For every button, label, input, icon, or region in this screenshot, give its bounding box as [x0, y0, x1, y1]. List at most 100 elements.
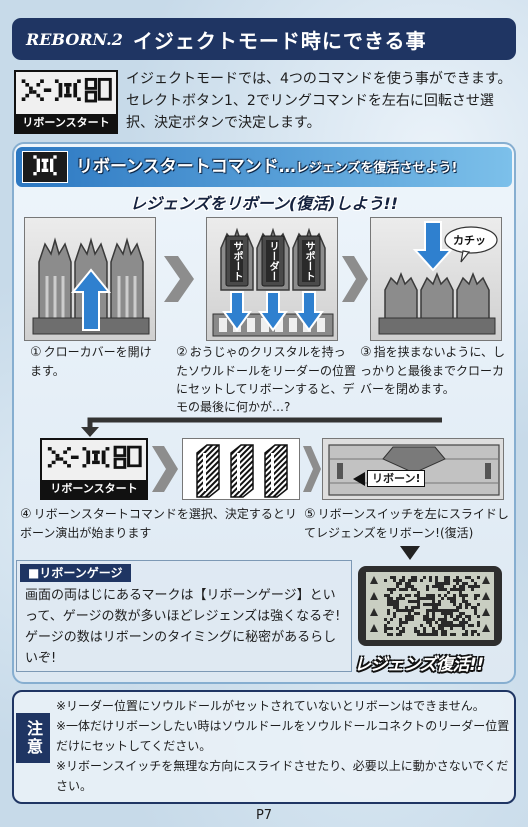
lcd-pixel: [444, 624, 447, 627]
lcd-pixel: [459, 624, 462, 627]
lcd-pixel: [399, 621, 402, 624]
open-claw-cover-drawing: [25, 218, 155, 340]
lcd-pixel: [402, 627, 405, 630]
lcd-pixel: [453, 600, 456, 603]
lcd-pixel: [405, 615, 408, 618]
lcd-pixel: [423, 633, 426, 636]
reborn-start-command-icon: [22, 151, 68, 183]
lcd-pixel: [414, 594, 417, 597]
lcd-pixel: [387, 621, 390, 624]
lcd-pixel: [456, 609, 459, 612]
lcd-pixel: [429, 618, 432, 621]
lcd-pixel: [414, 612, 417, 615]
lcd-pixel: [441, 633, 444, 636]
lcd-pixel: [405, 588, 408, 591]
support-label-left: サポート: [230, 240, 243, 282]
lcd-pixel: [390, 627, 393, 630]
support-label-right: サポート: [302, 240, 315, 282]
lcd-pixel: [453, 597, 456, 600]
lcd-pixel: [399, 609, 402, 612]
reborn-gauge-marks-right: [482, 576, 490, 632]
lcd-pixel: [471, 633, 474, 636]
lcd-pixel: [456, 615, 459, 618]
reborn-start-label: リボーンスタート: [16, 114, 116, 132]
section-title-main: リボーンスタートコマンド…: [76, 157, 296, 177]
lcd-pixel: [393, 576, 396, 579]
lcd-pixel: [417, 630, 420, 633]
lcd-pixel: [411, 585, 414, 588]
lcd-pixel: [393, 588, 396, 591]
section-heading: レジェンズをリボーン(復活)しよう!!: [129, 194, 399, 213]
lcd-pixel: [453, 618, 456, 621]
lcd-pixel: [456, 618, 459, 621]
page-number: P7: [255, 808, 273, 823]
lcd-pixel: [432, 612, 435, 615]
step-text: クローカバーを開けます。: [30, 345, 152, 378]
lcd-pixel: [459, 621, 462, 624]
lcd-pixel: [450, 621, 453, 624]
lcd-pixel: [426, 618, 429, 621]
lcd-pixel: [405, 585, 408, 588]
chevron-right-icon: [164, 256, 194, 302]
reborn-switch-illustration: リボーン!: [322, 438, 504, 500]
lcd-pixel: [438, 624, 441, 627]
chevron-right-icon: [342, 256, 368, 302]
lcd-pixel: [474, 630, 477, 633]
lcd-pixel: [423, 603, 426, 606]
lcd-pixel: [432, 633, 435, 636]
speech-bubble: [444, 226, 498, 263]
lcd-pixel: [453, 594, 456, 597]
lcd-pixel: [465, 603, 468, 606]
lcd-pixel: [459, 606, 462, 609]
lcd-pixel: [417, 633, 420, 636]
lcd-pixel: [429, 624, 432, 627]
lcd-pixel: [411, 576, 414, 579]
crystal-icon: [230, 444, 254, 498]
caution-item: ※一体だけリボーンしたい時はソウルドールをソウルドールコネクトのリーダー位置だけ…: [56, 719, 510, 753]
lcd-pixel: [396, 597, 399, 600]
step-text: おうじゃのクリスタルを持ったソウルドールをリーダーの位置にセットしてリボーンする…: [176, 345, 357, 414]
lcd-pixel: [474, 594, 477, 597]
lcd-pixel: [429, 576, 432, 579]
lcd-pixel: [396, 582, 399, 585]
lcd-pixel: [444, 576, 447, 579]
lcd-pixel: [474, 585, 477, 588]
lcd-pixel: [420, 597, 423, 600]
lcd-pixel: [411, 615, 414, 618]
lcd-pixel: [474, 582, 477, 585]
lcd-pixel: [408, 612, 411, 615]
lcd-pixel: [432, 630, 435, 633]
caution-list: ※リーダー位置にソウルドールがセットされていないとリボーンはできません。 ※一体…: [56, 696, 510, 796]
chevron-right-icon: [152, 446, 178, 492]
lcd-pixel: [429, 621, 432, 624]
lcd-pixel: [423, 627, 426, 630]
lcd-pixel: [465, 582, 468, 585]
lcd-pixel: [453, 603, 456, 606]
lcd-pixel: [438, 582, 441, 585]
lcd-pixel: [423, 630, 426, 633]
lcd-pixel: [408, 615, 411, 618]
lcd-pixel: [402, 621, 405, 624]
lcd-pixel: [429, 603, 432, 606]
lcd-pixel: [462, 594, 465, 597]
lcd-pixel: [453, 579, 456, 582]
step-number: ③: [360, 345, 372, 360]
step-text: リボーンスタートコマンドを選択、決定するとリボーン演出が始まります: [20, 507, 297, 540]
lcd-pixel: [387, 633, 390, 636]
lcd-pixel: [468, 624, 471, 627]
lcd-pixel: [450, 597, 453, 600]
lcd-pixel: [462, 633, 465, 636]
reborn-gauge-text: 画面の両はじにあるマークは【リボーンゲージ】といって、ゲージの数が多いほどレジェ…: [25, 588, 341, 666]
lcd-pixel: [474, 606, 477, 609]
lcd-pixel: [444, 582, 447, 585]
lcd-pixel: [447, 624, 450, 627]
lcd-pixel: [432, 609, 435, 612]
flow-connector-arrow: [81, 417, 442, 437]
lcd-pixel: [426, 615, 429, 618]
lcd-pixel: [453, 609, 456, 612]
lcd-pixel: [444, 615, 447, 618]
lcd-pixel: [414, 630, 417, 633]
lcd-pixel: [447, 576, 450, 579]
lcd-pixel: [414, 627, 417, 630]
lcd-pixel: [432, 603, 435, 606]
